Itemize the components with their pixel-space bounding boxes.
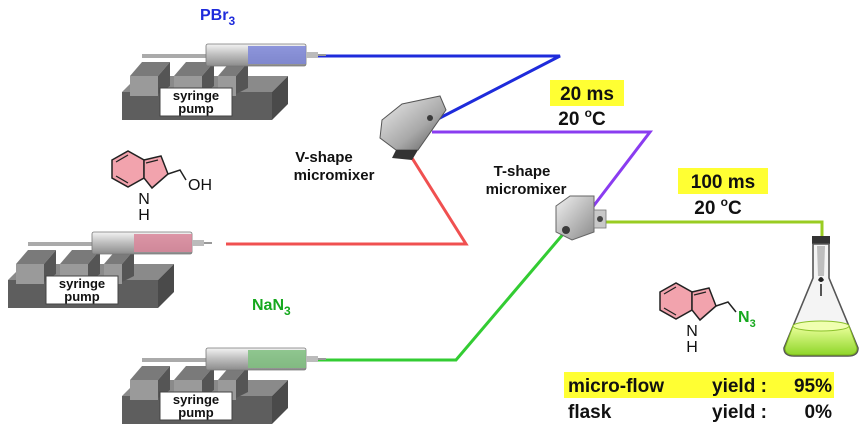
merged-tube — [432, 130, 654, 209]
reagent-nan3: NaN3 — [252, 297, 291, 318]
indole-azide-group: N3 — [738, 309, 756, 330]
reagent-pbr3: PBr3 — [200, 7, 235, 28]
result-yield-value-microflow: 95% — [794, 376, 832, 397]
pump-label-line2: pump — [64, 289, 99, 304]
highlight-first-time — [550, 80, 624, 106]
molecule-indole-methanol: OH N H — [111, 150, 212, 224]
first-residence-time: 20 ms — [560, 84, 614, 105]
v-mixer-label-line1: V-shape — [295, 149, 353, 166]
t-mixer-label-line1: T-shape — [494, 163, 551, 180]
indole-azide-nitrogen: N — [686, 323, 698, 340]
syringe-pump-pbr3: syringe pump — [122, 43, 326, 120]
highlight-second-time — [678, 168, 768, 194]
highlight-microflow-row — [564, 372, 834, 398]
indole-oh-group: OH — [188, 177, 212, 194]
nan3-tube — [318, 225, 572, 362]
syringe-pump-nan3: syringe pump — [122, 347, 326, 424]
first-temperature: 20 oC — [558, 106, 606, 130]
t-mixer-label-line2: micromixer — [486, 181, 567, 198]
pbr3-tube — [318, 54, 561, 124]
indole-oh-nitrogen: N — [138, 191, 150, 208]
pump-label-line2: pump — [178, 101, 213, 116]
second-temperature: 20 oC — [694, 195, 742, 219]
result-method-microflow: micro-flow — [568, 376, 664, 397]
indole-azide-hydrogen: H — [686, 339, 698, 356]
molecule-indole-azide: N3 N H — [659, 282, 756, 356]
pump-label-line2: pump — [178, 405, 213, 420]
indole-oh-hydrogen: H — [138, 207, 150, 224]
second-residence-time: 100 ms — [691, 172, 755, 193]
flask — [783, 236, 859, 357]
pump-label-line1: syringe — [173, 88, 219, 103]
syringe-pump-indole: syringe pump — [8, 231, 212, 308]
tubing — [226, 54, 824, 362]
t-shape-micromixer — [555, 195, 607, 241]
result-yield-label-microflow: yield : — [712, 376, 767, 397]
result-method-flask: flask — [568, 402, 612, 423]
v-shape-micromixer — [379, 95, 447, 160]
v-mixer-label-line2: micromixer — [294, 167, 375, 184]
pump-label-line1: syringe — [173, 392, 219, 407]
indole-tube — [226, 141, 469, 246]
product-tube — [602, 220, 824, 240]
result-yield-label-flask: yield : — [712, 402, 767, 423]
pump-label-line1: syringe — [59, 276, 105, 291]
result-yield-value-flask: 0% — [805, 402, 833, 423]
